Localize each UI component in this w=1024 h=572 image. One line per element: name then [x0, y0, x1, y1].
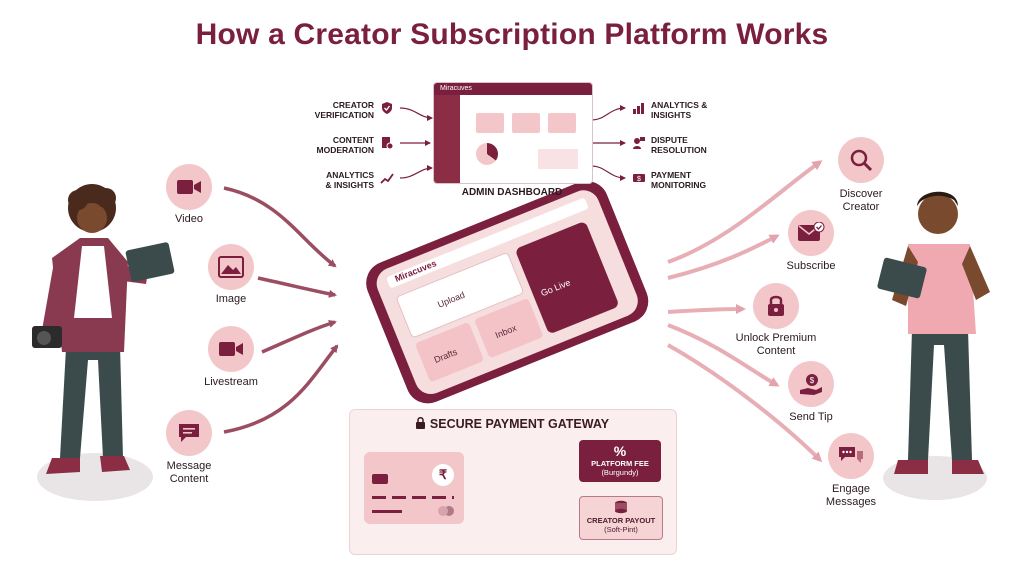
output-discover-label: Discover Creator — [839, 188, 883, 213]
chat-bubbles-icon — [828, 433, 874, 479]
shield-check-icon — [382, 102, 392, 114]
admin-payment-monitoring: PAYMENT MONITORING — [651, 170, 707, 190]
admin-dispute-resolution: DISPUTE RESOLUTION — [651, 135, 707, 155]
arrow-image — [257, 276, 337, 298]
admin-analytics-right: ANALYTICS & INSIGHTS — [651, 100, 708, 120]
output-tip-label: Send Tip — [789, 411, 833, 423]
creator-payout-box: CREATOR PAYOUT (Soft-Pint) — [579, 496, 663, 540]
lock-icon — [415, 417, 425, 429]
arrow-engage — [667, 343, 823, 463]
input-message-label: Message Content — [166, 460, 212, 485]
output-unlock-label: Unlock Premium Content — [735, 332, 817, 357]
coin-stack-icon — [615, 500, 627, 514]
rupee-icon: ₹ — [432, 464, 454, 486]
message-icon — [166, 410, 212, 456]
subscriber-figure — [877, 191, 990, 500]
creator-payout-sub: (Soft-Pint) — [604, 525, 638, 534]
output-subscribe-label: Subscribe — [786, 260, 836, 272]
phone-device — [366, 180, 649, 404]
arrow-message — [223, 344, 339, 434]
page-title: How a Creator Subscription Platform Work… — [195, 18, 829, 51]
padlock-icon — [753, 283, 799, 329]
output-engage-label: Engage Messages — [825, 483, 877, 508]
arrow-livestream — [261, 320, 337, 354]
image-icon — [208, 244, 254, 290]
livestream-camera-icon — [208, 326, 254, 372]
admin-dashboard-label: ADMIN DASHBOARD — [461, 187, 563, 198]
payment-monitor-icon: $ — [633, 174, 645, 183]
admin-analytics-left: ANALYTICS & INSIGHTS — [325, 170, 374, 190]
video-camera-icon — [166, 164, 212, 210]
arrow-subscribe — [667, 234, 780, 280]
tip-hand-icon: $ — [788, 361, 834, 407]
platform-fee-sub: (Burgundy) — [601, 468, 639, 477]
admin-brand: Miracuves — [434, 83, 592, 95]
arrow-tip — [667, 323, 780, 387]
platform-fee-box: % PLATFORM FEE (Burgundy) — [579, 440, 661, 482]
payment-gateway-title: SECURE PAYMENT GATEWAY — [349, 416, 675, 431]
creator-figure — [32, 184, 175, 501]
envelope-check-icon — [788, 210, 834, 256]
platform-fee-title: PLATFORM FEE — [591, 459, 649, 468]
svg-text:$: $ — [810, 376, 815, 385]
admin-content-moderation: CONTENT MODERATION — [316, 135, 374, 155]
arrow-unlock — [667, 304, 746, 315]
creator-payout-title: CREATOR PAYOUT — [586, 516, 656, 525]
payment-card: ₹ — [364, 452, 464, 524]
search-icon — [838, 137, 884, 183]
admin-dashboard: Miracuves — [433, 82, 593, 184]
percent-icon: % — [613, 443, 627, 459]
arrow-video — [223, 186, 337, 268]
input-image-label: Image — [215, 293, 247, 305]
admin-creator-verification: CREATOR VERIFICATION — [314, 100, 374, 120]
document-gear-icon — [382, 137, 394, 150]
trend-up-icon — [380, 173, 394, 184]
person-chat-icon — [633, 137, 645, 149]
bar-chart-icon — [633, 103, 644, 114]
input-video-label: Video — [175, 213, 203, 225]
svg-text:$: $ — [637, 176, 641, 183]
arrow-discover — [667, 160, 823, 264]
input-livestream-label: Livestream — [204, 376, 258, 388]
